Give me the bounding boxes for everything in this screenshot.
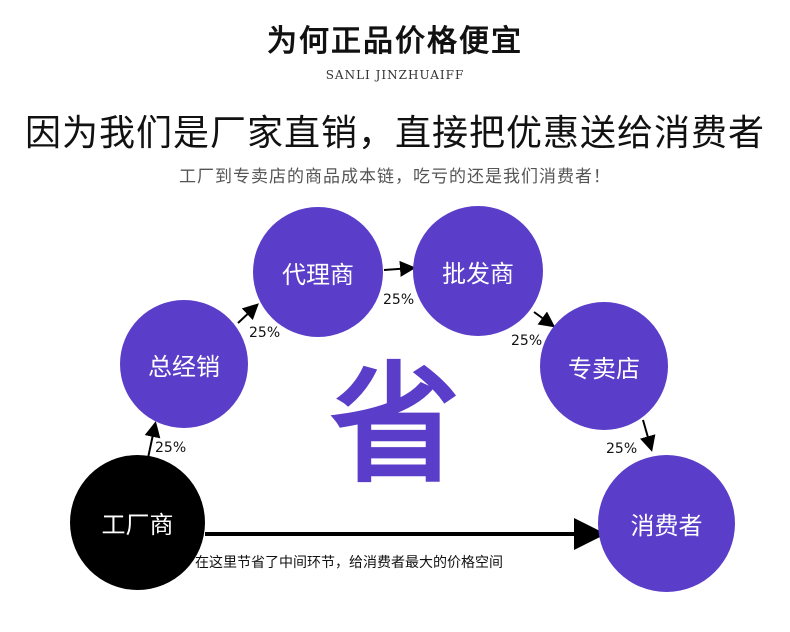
agent-node: 代理商 — [253, 207, 383, 337]
bottom-note: 在这里节省了中间环节，给消费者最大的价格空间 — [195, 555, 503, 571]
page-title: 为何正品价格便宜 — [267, 24, 523, 59]
store-label: 专卖店 — [568, 354, 640, 383]
arrow-factory-distributor — [144, 421, 161, 459]
percent-label: 25% — [511, 333, 543, 349]
percent-label: 25% — [155, 440, 187, 456]
percent-label: 25% — [383, 292, 415, 308]
arrow-wholesaler-store — [533, 311, 556, 328]
save-character: 省 — [330, 348, 461, 501]
headline: 因为我们是厂家直销，直接把优惠送给消费者 — [24, 113, 765, 154]
wholesaler-label: 批发商 — [442, 259, 514, 288]
page-subtitle: SANLI JINZHUAIFF — [325, 68, 465, 82]
factory-node: 工厂商 — [70, 455, 205, 590]
agent-label: 代理商 — [282, 260, 354, 289]
consumer-node: 消费者 — [598, 455, 735, 592]
tagline: 工厂到专卖店的商品成本链，吃亏的还是我们消费者！ — [179, 167, 611, 187]
distributor-label: 总经销 — [148, 352, 220, 381]
arrow-agent-wholesaler — [383, 260, 416, 277]
consumer-label: 消费者 — [630, 512, 703, 540]
wholesaler-node: 批发商 — [413, 206, 543, 336]
factory-label: 工厂商 — [101, 511, 174, 539]
percent-label: 25% — [249, 325, 281, 341]
store-node: 专卖店 — [540, 302, 668, 430]
percent-label: 25% — [606, 441, 638, 457]
arrow-distributor-agent — [237, 303, 259, 324]
arrow-store-consumer — [640, 419, 656, 452]
distributor-node: 总经销 — [120, 300, 248, 428]
